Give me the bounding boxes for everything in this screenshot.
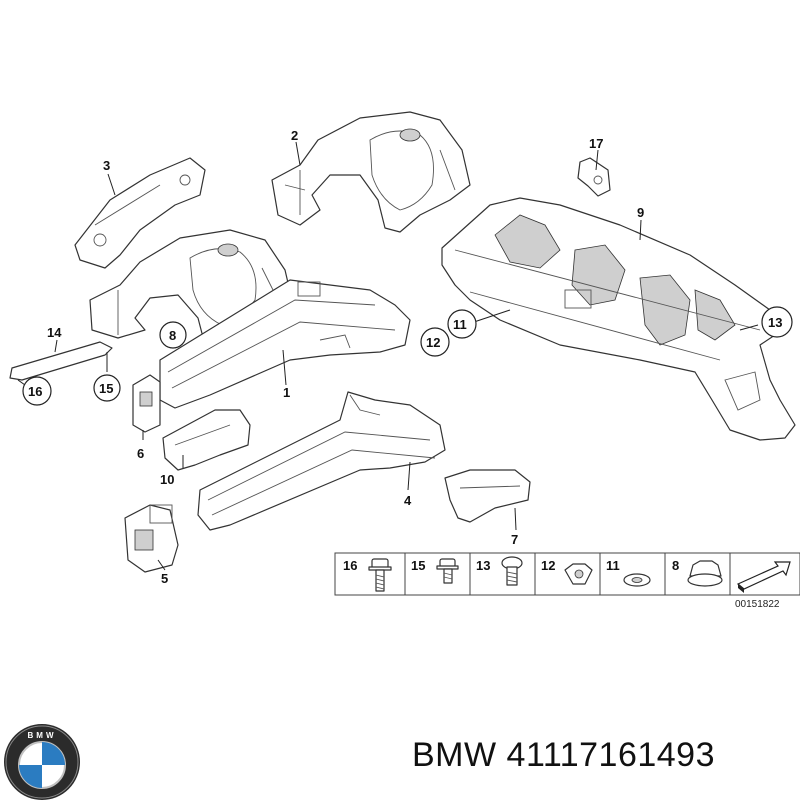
callout-11-circled: 11: [447, 309, 477, 339]
svg-text:8: 8: [169, 328, 176, 343]
part-1-side-member: [159, 279, 411, 409]
legend-label-15: 15: [411, 558, 425, 573]
part-14-strap: [9, 341, 113, 381]
callout-15-circled: 15: [93, 374, 121, 402]
part-2-wheel-arch-upper: [271, 111, 471, 233]
bolt-15-icon: [436, 558, 459, 584]
legend-label-13: 13: [476, 558, 490, 573]
bolt-13-icon: [501, 556, 523, 586]
callout-12-circled: 12: [420, 327, 450, 357]
part-10-bracket: [162, 409, 251, 471]
nut-12-icon: [564, 563, 593, 585]
part-4-side-member-lower: [197, 391, 446, 531]
callout-5: 5: [161, 571, 168, 586]
svg-text:15: 15: [99, 381, 113, 396]
svg-text:16: 16: [28, 384, 42, 399]
bolt-16-icon: [368, 558, 392, 592]
callout-1: 1: [283, 385, 290, 400]
part-17-clip: [577, 157, 611, 197]
fastener-legend: 16 15 13 12 11 8: [334, 552, 800, 596]
navigation-arrow-icon: [736, 561, 791, 593]
callout-9: 9: [637, 205, 644, 220]
part-7-bracket: [444, 469, 531, 523]
legend-label-8: 8: [672, 558, 679, 573]
callout-4: 4: [404, 493, 412, 508]
callout-7: 7: [511, 532, 518, 547]
callout-13-circled: 13: [761, 306, 793, 338]
legend-label-12: 12: [541, 558, 555, 573]
callout-8-circled: 8: [159, 321, 187, 349]
svg-text:13: 13: [768, 315, 782, 330]
bmw-roundel-logo: BMW: [4, 724, 80, 800]
washer-11-icon: [623, 573, 651, 587]
callout-14: 14: [47, 325, 62, 340]
part-6-mount: [132, 374, 161, 433]
callout-6: 6: [137, 446, 144, 461]
callout-16-circled: 16: [22, 376, 52, 406]
svg-text:BMW: BMW: [28, 731, 57, 740]
callout-10: 10: [160, 472, 174, 487]
part-9-front-carrier: [441, 197, 796, 441]
part-3-bracket: [74, 157, 206, 269]
svg-text:11: 11: [453, 317, 467, 332]
legend-label-16: 16: [343, 558, 357, 573]
callout-3: 3: [103, 158, 110, 173]
diagram-code: 00151822: [735, 599, 780, 610]
part-number-caption: BMW 41117161493: [412, 736, 715, 774]
legend-label-11: 11: [606, 558, 620, 573]
part-5-mount: [124, 504, 179, 573]
callout-2: 2: [291, 128, 298, 143]
callout-17: 17: [589, 136, 603, 151]
grommet-8-icon: [687, 560, 723, 587]
svg-text:12: 12: [426, 335, 440, 350]
leader-lines: [17, 141, 759, 571]
